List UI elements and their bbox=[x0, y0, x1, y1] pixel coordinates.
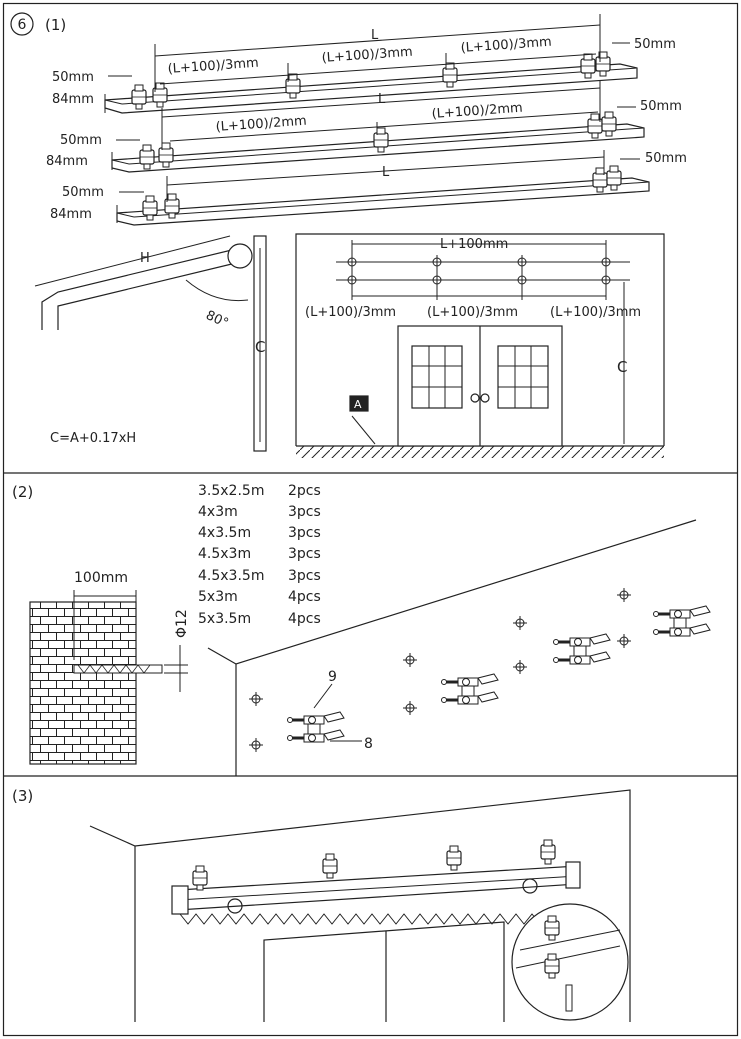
rail-3-seg-3: (L+100)/3mm bbox=[460, 35, 552, 56]
rail-2-edge-left: 50mm bbox=[60, 133, 102, 148]
rail-1-edge-left: 50mm bbox=[62, 185, 104, 200]
roof-C: C bbox=[255, 338, 265, 356]
rail-3-seg-2: (L+100)/3mm bbox=[321, 45, 413, 66]
qty-row-2: 3pcs bbox=[288, 504, 321, 520]
roof-H: H bbox=[140, 251, 150, 266]
roof-formula: C=A+0.17xH bbox=[50, 431, 136, 446]
size-row-1: 3.5x2.5m bbox=[198, 483, 264, 499]
mounted-brackets bbox=[286, 604, 712, 744]
callout-leaders bbox=[313, 683, 362, 742]
size-row-2: 4x3m bbox=[198, 504, 238, 520]
rail-1-height: 84mm bbox=[50, 207, 92, 222]
bracket-wall-view bbox=[207, 519, 697, 776]
wall-fixing-points bbox=[344, 254, 614, 288]
rail-3-seg-1: (L+100)/3mm bbox=[167, 56, 259, 77]
qty-row-7: 4pcs bbox=[288, 611, 321, 627]
wall-spacing-3: (L+100)/3mm bbox=[550, 305, 641, 320]
panel-label-2: (2) bbox=[12, 483, 33, 501]
size-row-7: 5x3.5m bbox=[198, 611, 251, 627]
rail-2-dimensions bbox=[111, 80, 636, 170]
qty-row-1: 2pcs bbox=[288, 483, 321, 499]
wall-spacing-2: (L+100)/3mm bbox=[427, 305, 518, 320]
rail-2-height: 84mm bbox=[46, 154, 88, 169]
roof-angle: 80° bbox=[203, 308, 230, 331]
qty-row-3: 3pcs bbox=[288, 525, 321, 541]
rail-1-L: L bbox=[382, 165, 390, 180]
rail-2-bracket bbox=[111, 111, 645, 173]
brick-drilling bbox=[29, 590, 188, 765]
rail-1 bbox=[116, 177, 650, 226]
wall-C: C bbox=[617, 358, 627, 376]
size-row-4: 4.5x3m bbox=[198, 546, 251, 562]
rail-3-edge-left: 50mm bbox=[52, 70, 94, 85]
callout-9: 9 bbox=[328, 669, 337, 685]
step-badge bbox=[10, 12, 34, 36]
size-row-6: 5x3m bbox=[198, 589, 238, 605]
wall-spacing-1: (L+100)/3mm bbox=[305, 305, 396, 320]
rail-1-edge-right: 50mm bbox=[645, 151, 687, 166]
drill-depth: 100mm bbox=[74, 570, 128, 586]
size-row-5: 4.5x3.5m bbox=[198, 568, 264, 584]
step-number: 6 bbox=[18, 17, 27, 33]
qty-row-5: 3pcs bbox=[288, 568, 321, 584]
callout-8: 8 bbox=[364, 736, 373, 752]
rail-3-dimensions bbox=[104, 14, 630, 113]
qty-row-6: 4pcs bbox=[288, 589, 321, 605]
roof-slope-diagram bbox=[34, 235, 267, 452]
wall-marker-A: A bbox=[354, 398, 362, 411]
panel-label-3: (3) bbox=[12, 787, 33, 805]
rail-2-seg-2: (L+100)/2mm bbox=[431, 101, 523, 122]
drill-diameter: Φ12 bbox=[174, 609, 190, 638]
size-row-3: 4x3.5m bbox=[198, 525, 251, 541]
rail-3-edge-right: 50mm bbox=[634, 37, 676, 52]
qty-row-4: 3pcs bbox=[288, 546, 321, 562]
rail-3-height: 84mm bbox=[52, 92, 94, 107]
rail-2-seg-1: (L+100)/2mm bbox=[215, 114, 307, 135]
awning-install-view bbox=[89, 789, 631, 1022]
rail-2-L: L bbox=[378, 92, 386, 107]
rail-1-dimensions bbox=[116, 150, 640, 223]
rail-2-edge-right: 50mm bbox=[640, 99, 682, 114]
size-table: 3.5x2.5m 2pcs 4x3m 3pcs 4x3.5m 3pcs 4.5x… bbox=[198, 483, 321, 627]
panel-label-1: (1) bbox=[45, 16, 66, 34]
rail-3-L: L bbox=[371, 28, 379, 43]
wall-diagram bbox=[295, 233, 665, 458]
wall-top-dim: L+100mm bbox=[440, 237, 508, 252]
